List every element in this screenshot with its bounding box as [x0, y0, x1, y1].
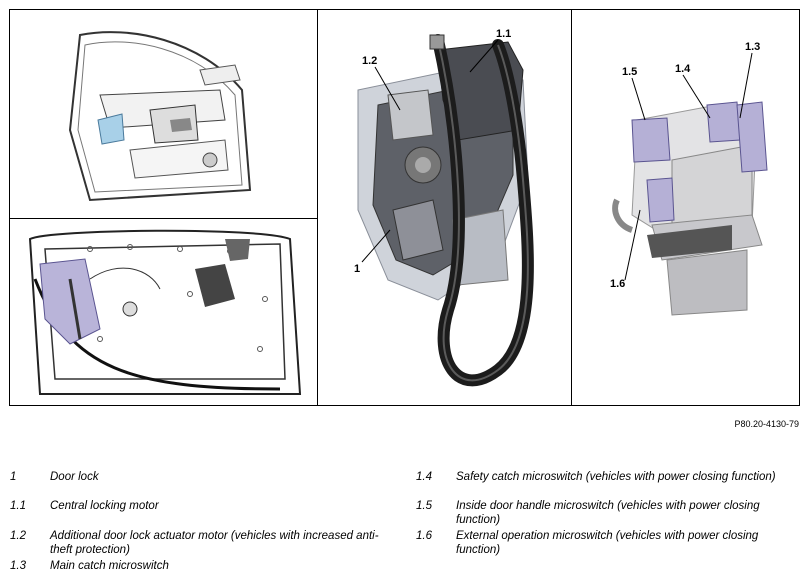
- microswitch-detail-view: [572, 10, 800, 406]
- callout-1-4: 1.4: [675, 63, 691, 75]
- door-interior-view: [10, 10, 316, 217]
- legend-text: Additional door lock actuator motor (veh…: [50, 530, 379, 556]
- callout-1-3: 1.3: [745, 41, 761, 53]
- legend-item: 1 Door lock: [10, 470, 390, 484]
- panel-divider-left: [317, 10, 318, 405]
- legend-number: 1.4: [416, 471, 432, 483]
- legend-number: 1.1: [10, 500, 26, 512]
- legend-number: 1.3: [10, 560, 26, 572]
- legend-text: Central locking motor: [50, 500, 159, 512]
- legend-item: 1.6 External operation microswitch (vehi…: [416, 529, 796, 557]
- door-panel-view: [10, 219, 316, 406]
- legend-text: Inside door handle microswitch (vehicles…: [456, 500, 760, 526]
- legend-number: 1.2: [10, 530, 26, 542]
- legend-number: 1.6: [416, 530, 432, 542]
- callout-1-2: 1.2: [362, 55, 378, 67]
- legend-item: 1.3 Main catch microswitch: [10, 559, 390, 573]
- figure-reference: P80.20-4130-79: [734, 419, 799, 429]
- illustration-frame: [9, 9, 800, 406]
- legend-item: 1.1 Central locking motor: [10, 499, 390, 513]
- legend-number: 1: [10, 471, 17, 483]
- callout-1-1: 1.1: [496, 28, 512, 40]
- legend-item: 1.5 Inside door handle microswitch (vehi…: [416, 499, 796, 527]
- callout-1-5: 1.5: [622, 66, 638, 78]
- panel-divider-right: [571, 10, 572, 405]
- legend-text: Door lock: [50, 471, 99, 483]
- door-lock-assembly: [318, 10, 570, 406]
- panel-divider-horizontal: [10, 218, 317, 219]
- legend-text: Safety catch microswitch (vehicles with …: [456, 471, 776, 483]
- legend-number: 1.5: [416, 500, 432, 512]
- legend-item: 1.2 Additional door lock actuator motor …: [10, 529, 390, 557]
- legend-text: External operation microswitch (vehicles…: [456, 530, 759, 556]
- callout-1: 1: [354, 263, 361, 275]
- callout-1-6: 1.6: [610, 278, 626, 290]
- legend-item: 1.4 Safety catch microswitch (vehicles w…: [416, 470, 796, 498]
- legend-text: Main catch microswitch: [50, 560, 169, 572]
